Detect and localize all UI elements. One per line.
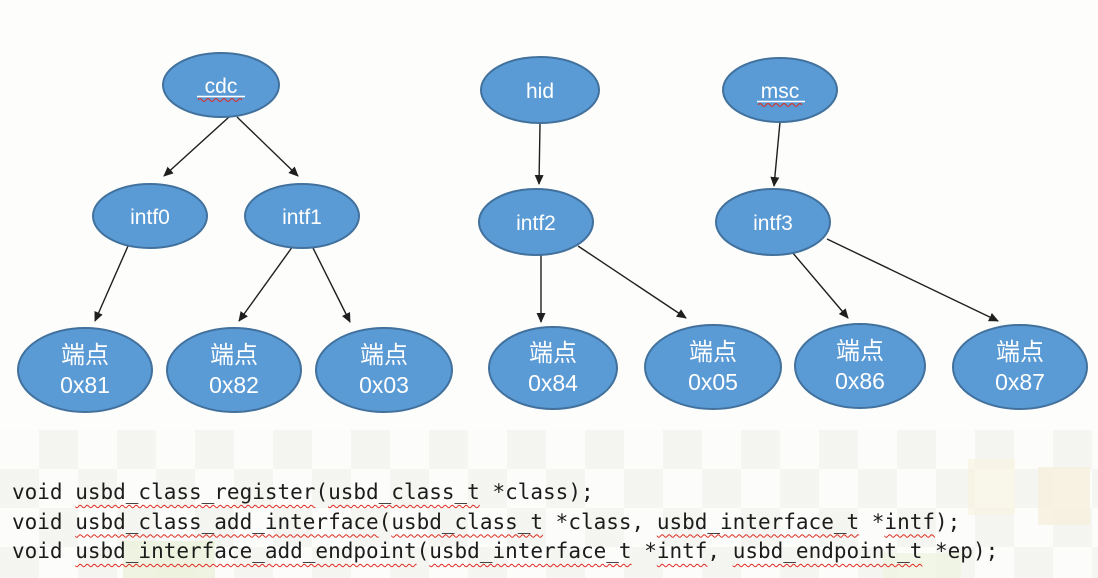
endpoint-node-0x84-shape (488, 326, 618, 410)
endpoint-node-0x82-shape (166, 327, 302, 413)
arrow-hid-intf2 (534, 123, 544, 185)
code-token-misspelled: usbd_interface_t (656, 509, 860, 534)
arrow-cdc-intf1 (236, 116, 299, 177)
usb-topology-diagram: cdc hid msc intf0 intf1 intf2 intf3 端点 0… (17, 52, 1088, 413)
code-token-misspelled: usbd_interface_add_endpoint (75, 539, 417, 563)
endpoint-0x84-name: 端点 (529, 340, 577, 367)
interface-node-intf2: intf2 (478, 188, 594, 256)
interface-node-intf3: intf3 (715, 188, 831, 256)
class-node-cdc: cdc (162, 52, 280, 118)
arrow-cdc-intf0 (163, 116, 230, 177)
code-token-misspelled: intf (884, 509, 935, 534)
endpoint-node-0x03: 端点 0x03 (315, 327, 453, 413)
interface-node-intf1-label: intf1 (282, 206, 322, 229)
class-node-cdc-shape (162, 52, 280, 118)
code-line: void usbd_interface_add_endpoint(usbd_in… (12, 537, 998, 567)
arrow-msc-intf3 (770, 121, 781, 187)
code-token-misspelled: usbd_class_register (75, 480, 316, 504)
class-node-msc-shape (722, 57, 838, 123)
endpoint-0x81-addr: 0x81 (60, 372, 110, 398)
class-node-hid-label: hid (526, 80, 554, 103)
endpoint-0x03-addr: 0x03 (359, 372, 409, 398)
endpoint-0x86-name: 端点 (836, 338, 884, 365)
endpoint-0x82-addr: 0x82 (209, 372, 259, 398)
endpoint-node-0x82: 端点 0x82 (166, 327, 302, 413)
background-tile (123, 541, 215, 578)
interface-node-intf1-shape (244, 183, 360, 249)
code-token: void (12, 539, 76, 563)
endpoint-node-0x03-shape (315, 327, 453, 413)
endpoint-node-0x84: 端点 0x84 (488, 326, 618, 410)
class-node-msc-label: msc (761, 80, 800, 103)
arrow-intf1-ep03 (311, 245, 351, 323)
code-line: void usbd_class_register(usbd_class_t *c… (12, 478, 998, 508)
endpoint-node-0x05: 端点 0x05 (644, 324, 782, 410)
connector-arrows (94, 116, 999, 323)
code-token: * (859, 509, 885, 534)
code-token-misspelled: usbd_class_t (391, 509, 544, 534)
code-block: void usbd_class_register(usbd_class_t *c… (12, 478, 998, 567)
code-token-misspelled: usbd_class_add_interface (75, 509, 379, 534)
class-node-hid: hid (480, 56, 600, 124)
arrow-intf2-ep05 (577, 245, 687, 319)
interface-node-intf0: intf0 (92, 183, 208, 249)
endpoint-node-0x87: 端点 0x87 (952, 324, 1088, 410)
endpoint-0x87-addr: 0x87 (995, 369, 1045, 395)
interface-node-intf3-shape (715, 188, 831, 256)
code-token: , (707, 539, 733, 563)
code-token: ); (935, 509, 961, 534)
background-tile (968, 459, 1015, 515)
code-token-misspelled: usbd_interface_t (429, 539, 632, 563)
endpoint-0x87-name: 端点 (996, 339, 1044, 366)
code-token: *class, (543, 509, 657, 534)
endpoint-node-0x05-shape (644, 324, 782, 410)
endpoint-node-0x87-shape (952, 324, 1088, 410)
class-node-cdc-label: cdc (205, 75, 238, 98)
endpoint-0x05-name: 端点 (689, 339, 737, 366)
code-token-misspelled: usbd_class_t (328, 480, 480, 504)
endpoint-0x86-addr: 0x86 (835, 368, 885, 394)
arrow-intf0-ep81 (94, 245, 129, 322)
endpoint-0x81-name: 端点 (61, 342, 109, 369)
interface-node-intf1: intf1 (244, 183, 360, 249)
interface-node-intf0-shape (92, 183, 208, 249)
code-token-misspelled: intf (656, 539, 708, 563)
endpoint-0x82-name: 端点 (210, 342, 258, 369)
code-line: void usbd_class_add_interface(usbd_class… (12, 508, 998, 538)
cdc-spellcheck-squiggle (197, 97, 243, 103)
arrow-intf3-ep86 (791, 251, 849, 319)
background-tile (883, 553, 961, 578)
endpoint-0x05-addr: 0x05 (688, 369, 738, 395)
code-token: ( (416, 539, 430, 563)
arrow-intf3-ep87 (826, 238, 999, 322)
endpoint-node-0x81-shape (17, 327, 153, 413)
endpoint-node-0x81: 端点 0x81 (17, 327, 153, 413)
class-node-hid-shape (480, 56, 600, 124)
code-token: *class); (479, 480, 594, 504)
code-token: ( (315, 480, 329, 504)
endpoint-0x84-addr: 0x84 (528, 370, 578, 396)
code-token-misspelled: usbd_endpoint_t (732, 539, 923, 563)
endpoint-node-0x86: 端点 0x86 (794, 323, 926, 409)
msc-spellcheck-squiggle (757, 102, 803, 108)
code-token: ( (378, 509, 392, 534)
interface-node-intf2-label: intf2 (516, 212, 556, 235)
interface-node-intf3-label: intf3 (753, 212, 793, 235)
background-tile (1038, 467, 1090, 525)
code-token: *ep); (922, 539, 999, 563)
code-token: void (12, 509, 76, 534)
class-node-msc: msc (722, 57, 838, 123)
interface-node-intf2-shape (478, 188, 594, 256)
code-token: void (12, 480, 76, 504)
code-token: * (631, 539, 657, 563)
arrow-intf1-ep82 (238, 245, 294, 322)
endpoint-0x03-name: 端点 (360, 342, 408, 369)
interface-node-intf0-label: intf0 (130, 206, 170, 229)
endpoint-node-0x86-shape (794, 323, 926, 409)
